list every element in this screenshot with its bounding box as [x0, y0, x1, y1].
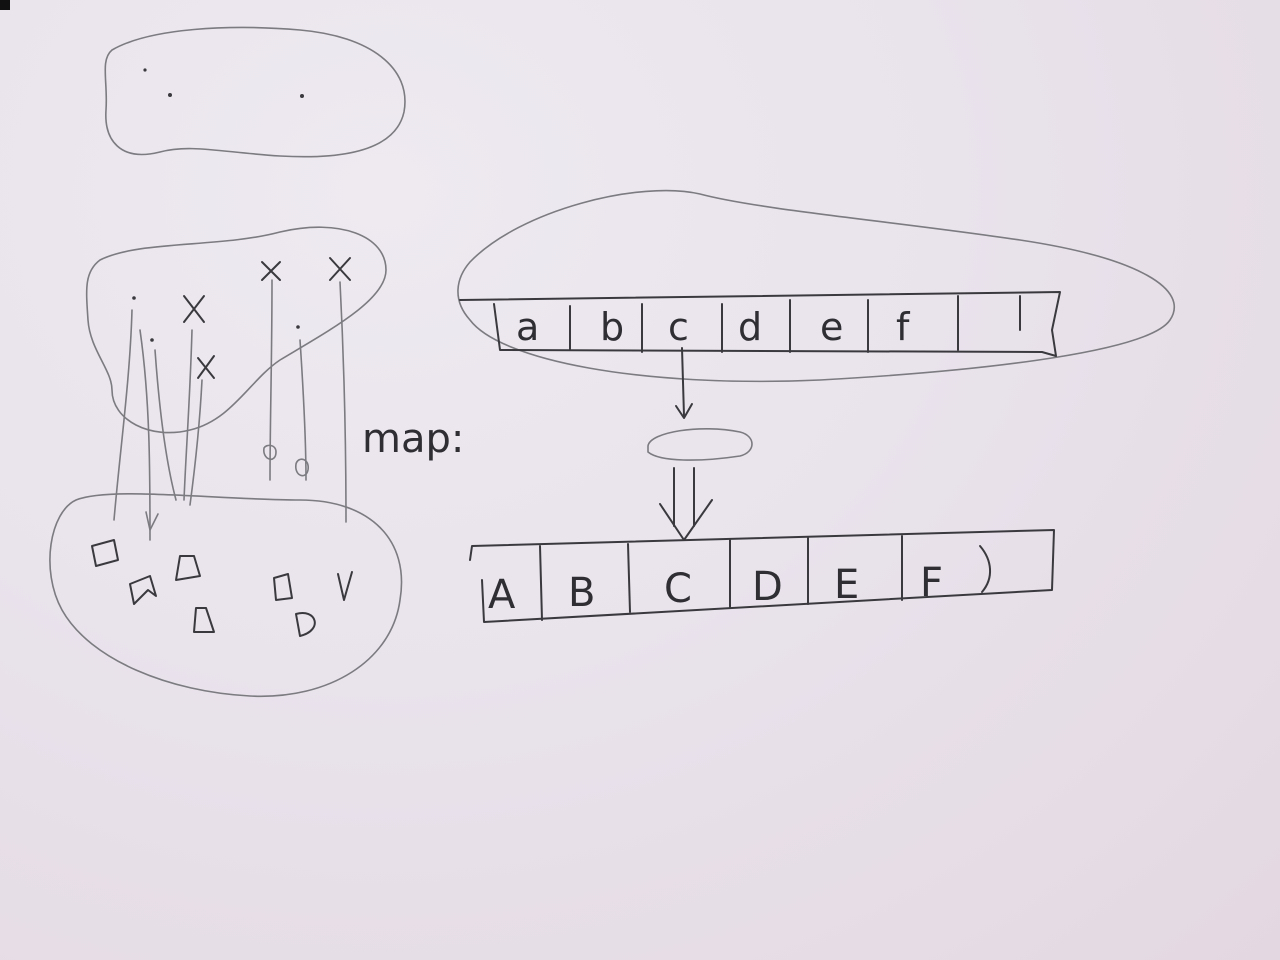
v-shape [337, 571, 353, 601]
output-cell-4: E [834, 562, 859, 608]
output-cell-0: A [488, 572, 516, 618]
input-array-ellipse [457, 189, 1176, 383]
x-mark [197, 355, 215, 379]
bottom-blob-set [49, 492, 403, 698]
triangle-shape [175, 555, 201, 581]
dot-point [143, 68, 147, 72]
x-mark [183, 295, 205, 323]
function-blob [647, 428, 753, 461]
flag-shape [129, 575, 157, 605]
d-shape [295, 611, 316, 637]
double-arrow [659, 467, 713, 541]
triangle-shape [193, 607, 215, 633]
input-cell-1: b [600, 305, 624, 349]
function-arrow [675, 347, 693, 419]
dot-point [150, 338, 154, 342]
input-cell-4: e [820, 305, 843, 349]
output-cell-2: C [664, 566, 692, 612]
corner-shadow [0, 0, 10, 10]
input-cell-3: d [738, 305, 762, 349]
output-array: A B C D E F [469, 529, 1055, 623]
dot-point [300, 94, 304, 98]
x-mark [329, 257, 351, 281]
output-cell-1: B [568, 570, 595, 616]
map-label: map: [362, 416, 464, 462]
dot-point [132, 296, 136, 300]
input-array: a b c d e f [459, 291, 1061, 357]
input-cell-0: a [516, 305, 539, 349]
x-mark [261, 261, 281, 281]
square-shape [91, 539, 119, 567]
top-blob-set [104, 26, 406, 158]
middle-blob-set [85, 226, 387, 434]
output-cell-3: D [752, 564, 783, 610]
input-cell-2: c [668, 305, 689, 349]
dot-point [168, 93, 172, 97]
output-cell-5: F [920, 560, 943, 606]
input-cell-5: f [896, 305, 911, 349]
dot-point [296, 325, 300, 329]
flag-shape [273, 573, 293, 601]
